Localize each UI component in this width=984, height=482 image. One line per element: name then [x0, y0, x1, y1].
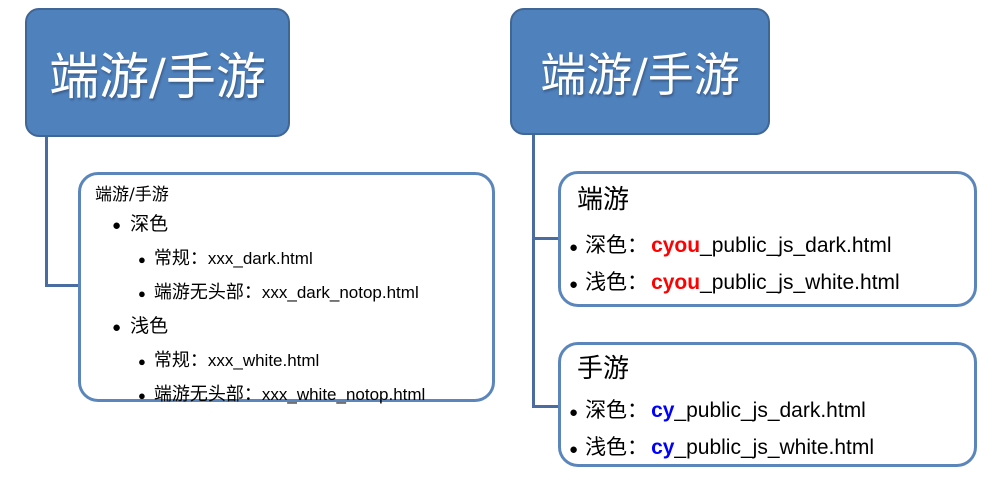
- list-item-mobile-dark: ● 深色： cy _public_js_dark.html: [567, 393, 964, 430]
- list-item-pc-light: ● 浅色： cyou _public_js_white.html: [567, 265, 964, 302]
- list-item-light-group: ● 浅色: [95, 310, 484, 344]
- group-label: 深色: [130, 213, 169, 235]
- entry-prefix: cyou: [651, 234, 701, 257]
- entry-label: 端游无头部：: [153, 384, 262, 405]
- bullet-icon: ●: [112, 319, 122, 336]
- entry-prefix: cy: [651, 436, 675, 459]
- right-connector-vertical: [532, 135, 535, 408]
- bullet-icon: ●: [569, 276, 579, 293]
- right-connector-branch-1: [532, 237, 558, 240]
- list-item-mobile-light: ● 浅色： cy _public_js_white.html: [567, 430, 964, 467]
- left-connector-vertical: [45, 137, 48, 287]
- entry-filename: xxx_white.html: [207, 351, 320, 370]
- entry-label: 端游无头部：: [153, 282, 262, 303]
- entry-prefix: cyou: [651, 271, 701, 294]
- bullet-icon: ●: [138, 252, 146, 267]
- left-detail-title: 端游/手游: [95, 185, 169, 205]
- left-root-node: 端游/手游: [25, 8, 290, 137]
- entry-filename: _public_js_dark.html: [674, 399, 866, 422]
- bullet-icon: ●: [138, 354, 146, 369]
- entry-prefix: cy: [651, 399, 675, 422]
- left-connector-horizontal: [45, 284, 78, 287]
- bullet-icon: ●: [138, 388, 146, 403]
- bullet-icon: ●: [569, 404, 579, 421]
- list-item-dark-notop: ● 端游无头部： xxx_dark_notop.html: [95, 276, 484, 310]
- entry-filename: xxx_dark_notop.html: [261, 283, 419, 302]
- entry-filename: xxx_white_notop.html: [261, 385, 426, 404]
- right-root-label: 端游/手游: [540, 47, 740, 102]
- pc-games-title: 端游: [577, 185, 630, 215]
- list-item-pc-dark: ● 深色： cyou _public_js_dark.html: [567, 228, 964, 265]
- mobile-games-title: 手游: [577, 354, 630, 384]
- entry-label: 浅色：: [585, 270, 649, 294]
- left-root-label: 端游/手游: [49, 47, 266, 106]
- bullet-icon: ●: [138, 286, 146, 301]
- list-item-dark-group: ● 深色: [95, 208, 484, 242]
- entry-filename: _public_js_white.html: [700, 271, 900, 294]
- group-label: 浅色: [130, 315, 169, 337]
- mobile-games-node: 手游 ● 深色： cy _public_js_dark.html ● 浅色： c…: [558, 342, 977, 467]
- list-item-dark-regular: ● 常规： xxx_dark.html: [95, 242, 484, 276]
- entry-label: 常规：: [153, 248, 208, 269]
- list-item-light-notop: ● 端游无头部： xxx_white_notop.html: [95, 378, 484, 412]
- entry-filename: xxx_dark.html: [207, 249, 313, 268]
- right-connector-branch-2: [532, 405, 558, 408]
- entry-filename: _public_js_dark.html: [700, 234, 892, 257]
- bullet-icon: ●: [569, 441, 579, 458]
- entry-label: 常规：: [153, 350, 208, 371]
- entry-label: 浅色：: [585, 435, 649, 459]
- entry-label: 深色：: [585, 233, 649, 257]
- entry-label: 深色：: [585, 398, 649, 422]
- left-detail-node: 端游/手游 ● 深色 ● 常规： xxx_dark.html ● 端游无头部： …: [78, 172, 495, 405]
- bullet-icon: ●: [569, 239, 579, 256]
- entry-filename: _public_js_white.html: [674, 436, 875, 459]
- bullet-icon: ●: [112, 217, 122, 234]
- list-item-light-regular: ● 常规： xxx_white.html: [95, 344, 484, 378]
- pc-games-node: 端游 ● 深色： cyou _public_js_dark.html ● 浅色：…: [558, 171, 977, 307]
- right-root-node: 端游/手游: [510, 8, 770, 135]
